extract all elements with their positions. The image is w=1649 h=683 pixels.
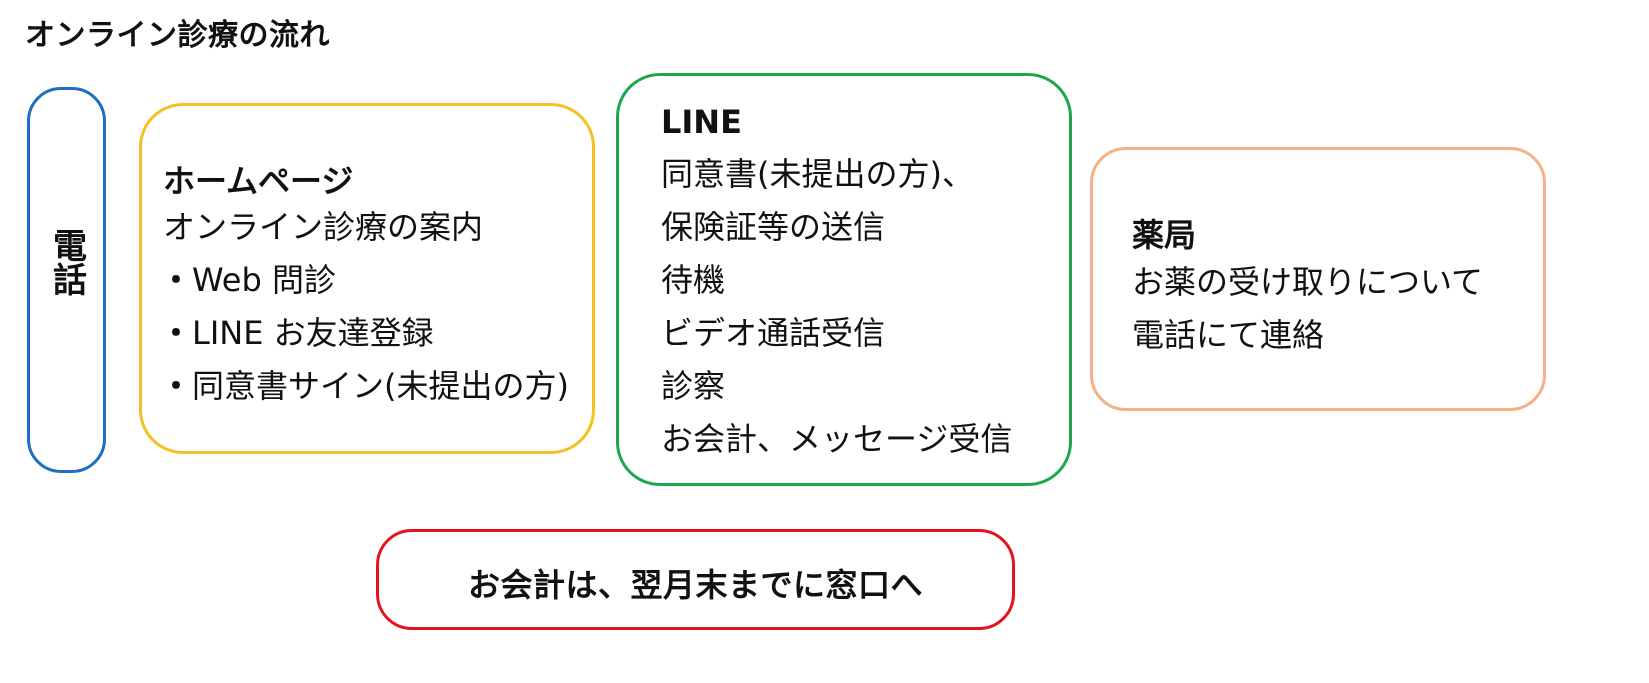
payment-notice-text: お会計は、翌月末までに窓口へ bbox=[467, 566, 923, 604]
line-step-box: LINE 同意書(未提出の方)、 保険証等の送信 待機 ビデオ通話受信 診察 お… bbox=[616, 73, 1072, 486]
page-title: オンライン診療の流れ bbox=[25, 18, 330, 53]
homepage-step-bullet-text: Web 問診 bbox=[192, 261, 336, 299]
line-step-line: 保険証等の送信 bbox=[661, 208, 886, 246]
line-step-heading: LINE bbox=[661, 103, 742, 141]
homepage-step-bullet-text: LINE お友達登録 bbox=[192, 314, 434, 352]
homepage-step-line: オンライン診療の案内 bbox=[163, 208, 484, 246]
line-step-line: 待機 bbox=[661, 261, 726, 299]
phone-step-box: 電話 bbox=[27, 87, 106, 473]
phone-step-label: 電話 bbox=[30, 228, 103, 308]
pharmacy-step-heading: 薬局 bbox=[1132, 216, 1197, 254]
homepage-step-bullet: Web 問診 bbox=[160, 260, 336, 300]
line-step-line: ビデオ通話受信 bbox=[661, 314, 886, 352]
pharmacy-step-line: 電話にて連絡 bbox=[1132, 316, 1325, 354]
homepage-step-bullet: 同意書サイン(未提出の方) bbox=[160, 366, 569, 406]
homepage-step-bullet: LINE お友達登録 bbox=[160, 313, 434, 353]
pharmacy-step-line: お薬の受け取りについて bbox=[1132, 263, 1484, 301]
line-step-line: 同意書(未提出の方)、 bbox=[661, 155, 974, 193]
homepage-step-bullet-text: 同意書サイン(未提出の方) bbox=[192, 367, 569, 405]
line-step-line: お会計、メッセージ受信 bbox=[661, 420, 1013, 458]
pharmacy-step-box: 薬局 お薬の受け取りについて 電話にて連絡 bbox=[1090, 147, 1546, 411]
payment-notice-box: お会計は、翌月末までに窓口へ bbox=[376, 529, 1015, 630]
line-step-line: 診察 bbox=[661, 367, 726, 405]
homepage-step-box: ホームページ オンライン診療の案内 Web 問診 LINE お友達登録 同意書サ… bbox=[139, 103, 595, 454]
homepage-step-heading: ホームページ bbox=[163, 162, 354, 200]
phone-step-label-text: 電話 bbox=[46, 228, 87, 296]
